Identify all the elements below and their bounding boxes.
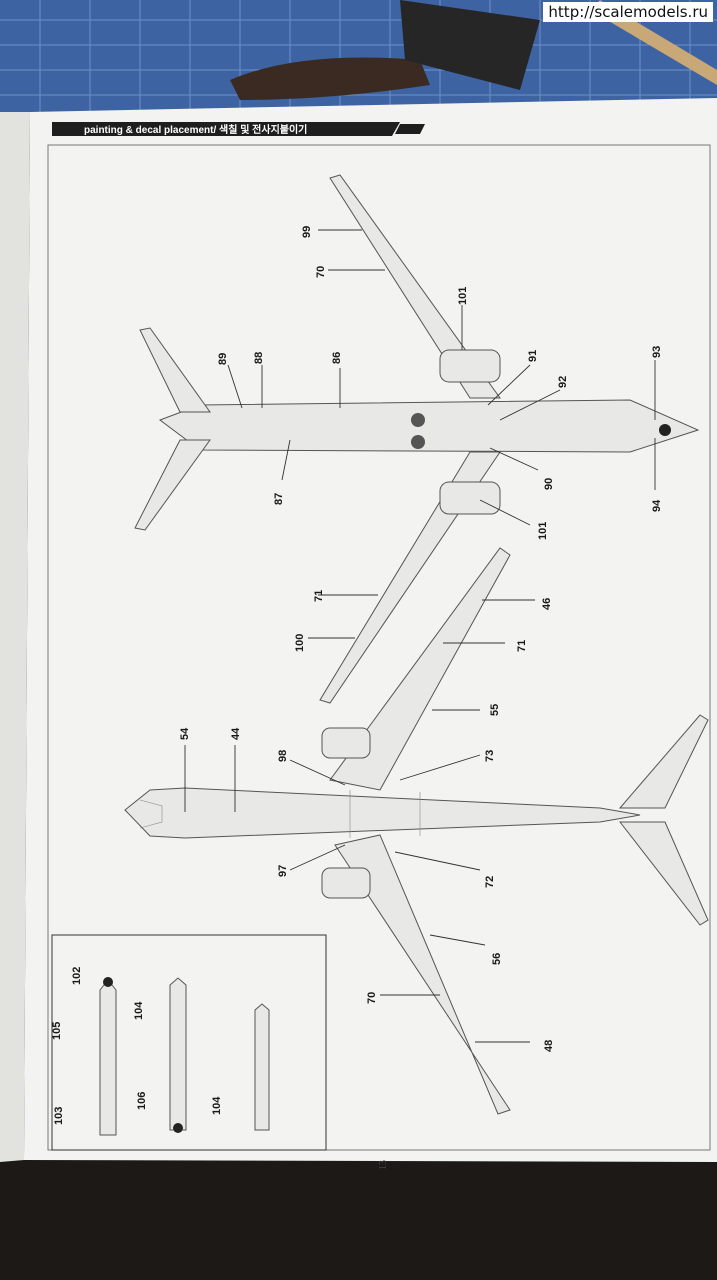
bottom-view-callouts: 89 88 86 87 99 70 101 91 92 90 101 93 94…	[217, 226, 663, 602]
callout-100: 100	[294, 634, 306, 652]
page-number: 13	[378, 1160, 389, 1170]
callout-71-bottom: 71	[313, 590, 325, 602]
callout-104-a: 104	[133, 1001, 145, 1020]
callout-102: 102	[71, 967, 83, 985]
callout-93: 93	[651, 346, 663, 358]
aircraft-top-view	[124, 547, 709, 1115]
callout-101-right: 101	[457, 287, 469, 305]
callout-101-left: 101	[537, 522, 549, 540]
callout-70-bottom: 70	[315, 266, 327, 278]
page-frame	[47, 144, 711, 1151]
callout-92: 92	[557, 376, 569, 388]
header-title: painting & decal placement/ 색칠 및 전사지붙이기	[84, 123, 307, 136]
header-band	[52, 122, 400, 136]
callout-70-top: 70	[366, 992, 378, 1004]
callout-89: 89	[217, 353, 229, 365]
previous-page-edge	[0, 112, 30, 1162]
watermark-url[interactable]: http://scalemodels.ru	[543, 2, 713, 22]
callout-54: 54	[179, 727, 191, 740]
callout-44: 44	[230, 727, 242, 740]
aircraft-bottom-view	[134, 174, 700, 704]
table-surface	[0, 1160, 717, 1280]
callout-106: 106	[136, 1092, 148, 1110]
weapon-callouts: 103 105 102 104 106 104	[51, 967, 223, 1125]
callout-103: 103	[53, 1107, 65, 1125]
callout-90: 90	[543, 478, 555, 490]
callout-88: 88	[253, 352, 265, 364]
callout-87: 87	[273, 493, 285, 505]
callout-73: 73	[484, 750, 496, 762]
callout-46: 46	[541, 598, 553, 610]
callout-104-b: 104	[211, 1096, 223, 1115]
callout-55: 55	[489, 704, 501, 716]
callout-72: 72	[484, 876, 496, 888]
callout-97: 97	[277, 865, 289, 877]
callout-91: 91	[527, 350, 539, 362]
callout-105: 105	[51, 1022, 63, 1040]
callout-56: 56	[491, 953, 503, 965]
callout-99: 99	[301, 226, 313, 238]
weapons-inset	[51, 934, 327, 1151]
callout-86: 86	[331, 352, 343, 364]
callout-94: 94	[651, 499, 663, 512]
callout-98: 98	[277, 750, 289, 762]
callout-71-top: 71	[516, 640, 528, 652]
callout-48: 48	[543, 1040, 555, 1052]
top-view-callouts: 54 44 98 73 55 71 46 97 72 56 70 48 100	[179, 598, 555, 1052]
